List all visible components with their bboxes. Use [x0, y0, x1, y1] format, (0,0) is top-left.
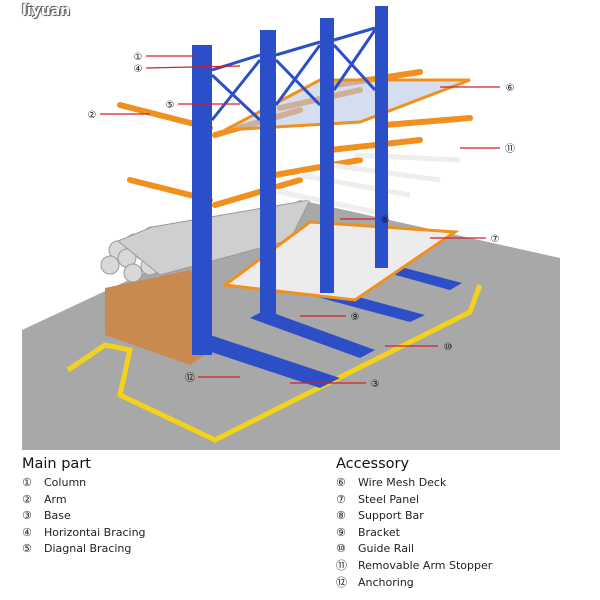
lumber-stack	[105, 270, 205, 365]
legend-number: ⑧	[336, 509, 346, 523]
legend-number: ⑦	[336, 492, 346, 506]
legend-number: ⑫	[336, 575, 347, 589]
legend-label: Wire Mesh Deck	[358, 476, 447, 489]
wire-mesh-deck	[224, 78, 471, 132]
callout-5: ⑤	[166, 100, 175, 111]
main-part-title: Main part	[22, 456, 91, 472]
legend-number: ③	[22, 509, 32, 523]
legend-label: Bracket	[358, 525, 400, 539]
legend-item: ⑥ Wire Mesh Deck	[336, 475, 492, 492]
watermark-logo: liyuan	[22, 3, 71, 19]
legend-item: ③ Base	[22, 508, 146, 525]
callout-6: ⑥	[506, 83, 515, 94]
legend-number: ④	[22, 525, 32, 539]
legend-item: ⑧ Support Bar	[336, 508, 492, 525]
legend-item: ⑤ Diagnal Bracing	[22, 541, 146, 558]
accessory-legend: Accessory ⑥ Wire Mesh Deck ⑦ Steel Panel ⑧…	[336, 456, 492, 591]
legend-number: ⑤	[22, 542, 32, 556]
legend-label: Diagnal Bracing	[44, 542, 132, 556]
legend-item: ⑨ Bracket	[336, 525, 492, 542]
accessory-title: Accessory	[336, 456, 410, 472]
legend-number: ①	[22, 476, 32, 489]
cantilever-rack-diagram: ① ④ ② ⑤ ⑥ ⑪ ⑧ ⑦ ⑨ ⑩ ⑫ ③	[22, 6, 560, 450]
legend-label: Base	[44, 509, 71, 523]
callout-10: ⑩	[444, 342, 453, 353]
legend-item: ① Column	[22, 475, 146, 492]
callout-12: ⑫	[185, 372, 195, 384]
bracing	[210, 26, 377, 122]
legend-label: Support Bar	[358, 509, 424, 523]
callout-lines	[100, 55, 500, 384]
columns	[192, 6, 388, 355]
legend-item: ④ Horizontai Bracing	[22, 525, 146, 542]
callout-2: ②	[88, 110, 97, 121]
guide-rail	[66, 284, 483, 443]
legend-label: Arm	[44, 492, 67, 506]
legend-item: ⑦ Steel Panel	[336, 492, 492, 509]
callout-7: ⑦	[491, 234, 500, 245]
main-part-legend: Main part ① Column ② Arm ③ Base ④ Horizontai…	[22, 456, 146, 558]
legend-number: ⑪	[336, 558, 347, 572]
callout-3: ③	[371, 379, 380, 390]
legend-item: ⑫ Anchoring	[336, 575, 492, 592]
legend-item: ② Arm	[22, 492, 146, 509]
legend-label: Anchoring	[358, 575, 414, 589]
legend-number: ⑥	[336, 476, 346, 489]
bases	[190, 262, 462, 388]
legend-number: ⑩	[336, 542, 346, 556]
legend-label: Removable Arm Stopper	[358, 558, 493, 572]
steel-panel	[221, 220, 460, 302]
legend-number: ⑨	[336, 525, 346, 539]
callout-9: ⑨	[351, 312, 360, 323]
callout-11: ⑪	[505, 143, 515, 155]
legend-label: Guide Rail	[358, 542, 415, 556]
legend-label: Steel Panel	[358, 492, 420, 506]
callout-8: ⑧	[381, 215, 390, 226]
legend-item: ⑩ Guide Rail	[336, 541, 492, 558]
legend-number: ②	[22, 492, 32, 506]
legend-label: Column	[44, 476, 87, 489]
callout-1: ①	[134, 52, 143, 63]
legend-label: Horizontai Bracing	[44, 525, 146, 539]
legend-item: ⑪ Removable Arm Stopper	[336, 558, 492, 575]
callout-4: ④	[134, 64, 143, 75]
